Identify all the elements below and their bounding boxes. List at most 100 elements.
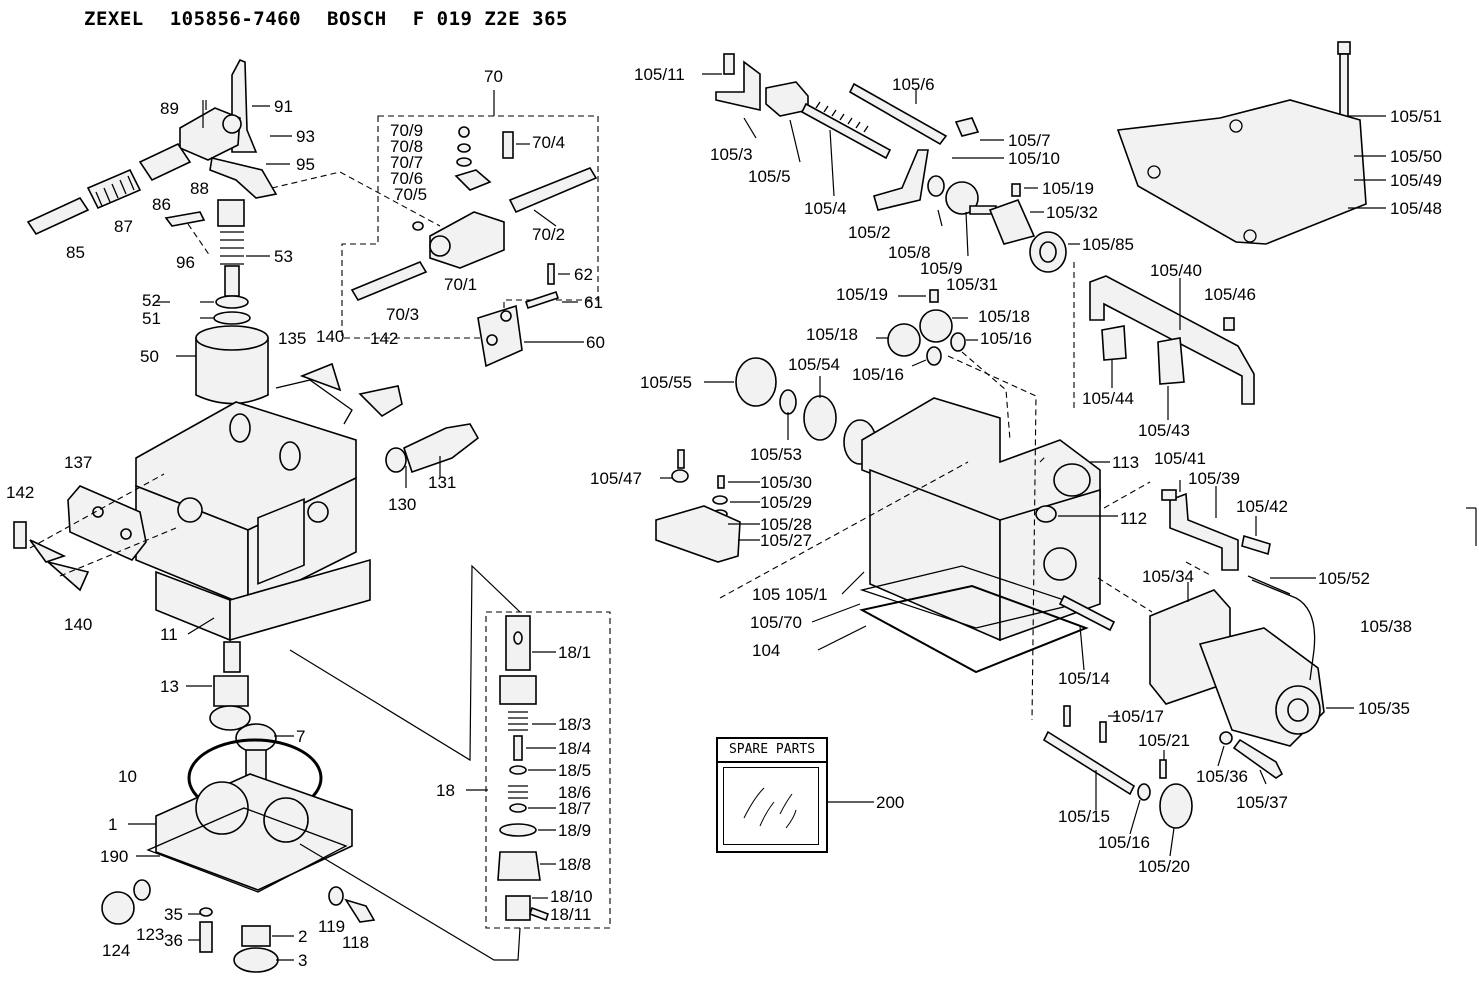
part-label: 105/46 — [1204, 285, 1256, 304]
part-label: 62 — [574, 265, 593, 284]
part-53-shaft — [224, 265, 240, 297]
part-142-plug — [13, 521, 27, 549]
leader-lines — [128, 73, 1477, 961]
part-label: 87 — [114, 217, 133, 236]
part-label: 105/54 — [788, 355, 840, 374]
part-label: 105/29 — [760, 493, 812, 512]
part-105-16-washer-left — [926, 346, 942, 366]
part-label: 105/37 — [1236, 793, 1288, 812]
part-label: 105/15 — [1058, 807, 1110, 826]
part-113-valve — [1053, 463, 1091, 497]
part-label: 18 — [436, 781, 455, 800]
part-label: 60 — [586, 333, 605, 352]
part-140-bracket-side — [29, 539, 67, 563]
part-70-7 — [456, 157, 472, 167]
part-label: 105/9 — [920, 259, 963, 278]
part-11-window — [257, 498, 305, 585]
part-11-port — [177, 497, 203, 523]
part-label: 18/5 — [558, 761, 592, 780]
part-label: 105/17 — [1112, 707, 1164, 726]
part-105-17-pin-b — [1099, 721, 1107, 743]
part-18-1-collar — [499, 675, 537, 705]
part-label: 51 — [142, 309, 161, 328]
part-label: 86 — [152, 195, 171, 214]
part-label: 3 — [298, 951, 308, 970]
part-105-20-knob — [1159, 783, 1193, 829]
part-label: 105/47 — [590, 469, 642, 488]
part-label: 142 — [370, 329, 399, 348]
bosch-reference-number: F 019 Z2E 365 — [412, 8, 568, 30]
part-label: 130 — [388, 495, 417, 514]
part-96-clip — [164, 211, 206, 227]
part-105-8-washer — [927, 175, 945, 197]
part-label: 105/39 — [1188, 469, 1240, 488]
part-label: 70/9 — [390, 121, 424, 140]
part-label: 91 — [274, 97, 293, 116]
part-label: 190 — [100, 847, 129, 866]
part-105-16-washer-right — [950, 332, 966, 352]
part-label: 105/21 — [1138, 731, 1190, 750]
part-label: 105/19 — [1042, 179, 1094, 198]
part-label: 105/30 — [760, 473, 812, 492]
brand-zexel: ZEXEL — [84, 8, 144, 30]
part-label: 70/3 — [386, 305, 420, 324]
part-label: 18/11 — [550, 905, 592, 924]
part-112-seal — [1035, 505, 1057, 523]
part-105-39-bracket — [1169, 492, 1239, 571]
part-18-9 — [499, 823, 537, 837]
part-label: 105/2 — [848, 223, 891, 242]
part-label: 53 — [274, 247, 293, 266]
part-label: 105/4 — [804, 199, 847, 218]
part-190-gasket — [146, 807, 348, 893]
part-label: 105/18 — [978, 307, 1030, 326]
part-105-3-bracket — [715, 60, 761, 112]
part-label: 105/16 — [980, 329, 1032, 348]
part-105-17-pin-a — [1063, 705, 1071, 727]
part-label: 18/8 — [558, 855, 592, 874]
part-label: 18/6 — [558, 783, 592, 802]
part-label: 105/27 — [760, 531, 812, 550]
part-label: 105/11 — [634, 65, 685, 84]
spare-parts-box: SPARE PARTS — [716, 737, 828, 853]
part-label: 105/49 — [1390, 171, 1442, 190]
part-105-14-pin — [1058, 594, 1116, 632]
part-label: 18/7 — [558, 799, 592, 818]
part-86-sleeve — [138, 142, 192, 182]
part-18-3 — [508, 711, 528, 731]
part-137-cover — [67, 485, 147, 561]
part-label: 13 — [160, 677, 179, 696]
part-label: 105/51 — [1390, 107, 1442, 126]
part-51-washer — [213, 311, 251, 325]
part-label: 70/8 — [390, 137, 424, 156]
part-label: 70/7 — [390, 153, 424, 172]
part-label: 105/7 — [1008, 131, 1051, 150]
part-95-plate — [209, 157, 278, 199]
part-105-7-screw — [954, 117, 980, 137]
part-label: 104 — [752, 641, 781, 660]
part-label: 89 — [160, 99, 179, 118]
part-3-bearing — [233, 947, 279, 973]
part-13-gear-stack — [213, 675, 249, 707]
part-label: 131 — [428, 473, 457, 492]
part-label: 105/70 — [750, 613, 802, 632]
part-label: 105/18 — [806, 325, 858, 344]
part-52-washer — [215, 295, 249, 309]
part-label: 137 — [64, 453, 93, 472]
part-label: 70 — [484, 67, 503, 86]
part-label: 18/9 — [558, 821, 592, 840]
part-70-5 — [412, 221, 424, 231]
part-label: 123 — [136, 925, 165, 944]
part-label: 35 — [164, 905, 183, 924]
part-18-10 — [505, 895, 531, 921]
part-label: 119 — [318, 917, 346, 936]
part-105-43-switch — [1157, 337, 1185, 385]
part-label: 105/34 — [1142, 567, 1194, 586]
part-2-bushing — [241, 925, 271, 947]
part-105-32-coupling — [988, 198, 1036, 245]
part-label: 105/85 — [1082, 235, 1134, 254]
part-105-18-gear-right — [919, 309, 953, 343]
part-88-bore — [222, 114, 242, 134]
part-label: 105/8 — [888, 243, 931, 262]
part-105-15-shaft — [1042, 730, 1136, 796]
